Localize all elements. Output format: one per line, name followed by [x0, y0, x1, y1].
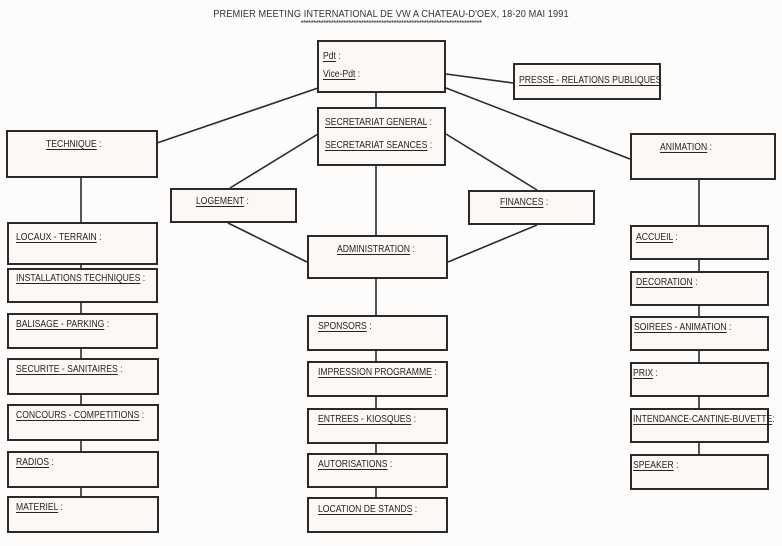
- logement-label: LOGEMENT :: [196, 195, 249, 207]
- intendance-cantine-buvette-box: INTENDANCE-CANTINE-BUVETTE:: [630, 408, 775, 443]
- animation-box: ANIMATION :: [630, 133, 776, 180]
- decoration-box: DECORATION :: [630, 271, 769, 306]
- sponsors-box: SPONSORS :: [307, 315, 448, 351]
- logement-box: LOGEMENT :: [170, 188, 297, 223]
- administration-box: ADMINISTRATION :: [307, 235, 448, 279]
- accueil-label: ACCUEIL :: [636, 231, 678, 243]
- location-de-stands-box: LOCATION DE STANDS :: [307, 497, 448, 533]
- president-label: Pdt :: [323, 50, 341, 62]
- presse-label: PRESSE - RELATIONS PUBLIQUES: [519, 74, 662, 86]
- technique-box: TECHNIQUE :: [6, 130, 158, 178]
- decoration-label: DECORATION :: [636, 276, 698, 288]
- installations-techniques-box: INSTALLATIONS TECHNIQUES :: [7, 268, 158, 303]
- installations-techniques-label: INSTALLATIONS TECHNIQUES :: [16, 272, 146, 284]
- securite-sanitaires-label: SECURITE - SANITAIRES :: [16, 363, 123, 375]
- connector-president-presse: [445, 73, 514, 84]
- balisage-parking-label: BALISAGE - PARKING :: [16, 318, 110, 330]
- secretariat-seances-label: SECRETARIAT SEANCES :: [325, 139, 433, 151]
- technique-label: TECHNIQUE :: [46, 138, 102, 150]
- autorisations-label: AUTORISATIONS :: [318, 458, 393, 470]
- concours-competitions-label: CONCOURS - COMPETITIONS :: [16, 409, 145, 421]
- speaker-box: SPEAKER :: [630, 454, 769, 490]
- location-de-stands-label: LOCATION DE STANDS :: [318, 503, 418, 515]
- title-asterisk-underline: ****************************************…: [300, 19, 483, 28]
- president-box: Pdt : Vice-Pdt :: [317, 40, 446, 93]
- balisage-parking-box: BALISAGE - PARKING :: [7, 313, 158, 349]
- connector-president-animation: [445, 87, 631, 160]
- sponsors-label: SPONSORS :: [318, 320, 372, 332]
- locaux-terrain-box: LOCAUX - TERRAIN :: [7, 222, 158, 265]
- presse-relations-publiques-box: PRESSE - RELATIONS PUBLIQUES: [513, 63, 661, 100]
- securite-sanitaires-box: SECURITE - SANITAIRES :: [7, 358, 159, 395]
- speaker-label: SPEAKER :: [633, 459, 679, 471]
- autorisations-box: AUTORISATIONS :: [307, 453, 448, 488]
- connector-logement-administration: [227, 222, 308, 263]
- accueil-box: ACCUEIL :: [630, 225, 769, 260]
- prix-box: PRIX :: [630, 362, 769, 397]
- impression-programme-label: IMPRESSION PROGRAMME :: [318, 366, 437, 378]
- administration-label: ADMINISTRATION :: [337, 243, 415, 255]
- materiel-box: MATERIEL :: [7, 496, 159, 533]
- finances-label: FINANCES :: [500, 196, 549, 208]
- intendance-cantine-buvette-label: INTENDANCE-CANTINE-BUVETTE:: [633, 413, 775, 425]
- soirees-animation-box: SOIREES - ANIMATION :: [630, 316, 769, 351]
- finances-box: FINANCES :: [468, 190, 595, 225]
- soirees-animation-label: SOIREES - ANIMATION :: [634, 321, 732, 333]
- vice-president-label: Vice-Pdt :: [323, 68, 361, 80]
- prix-label: PRIX :: [633, 367, 658, 379]
- connector-president-technique: [156, 87, 319, 144]
- locaux-terrain-label: LOCAUX - TERRAIN :: [16, 231, 102, 243]
- concours-competitions-box: CONCOURS - COMPETITIONS :: [7, 404, 159, 441]
- entrees-kiosques-box: ENTREES - KIOSQUES :: [307, 408, 448, 444]
- secretariat-box: SECRETARIAT GENERAL : SECRETARIAT SEANCE…: [317, 107, 446, 166]
- connector-finances-administration: [447, 224, 538, 263]
- radios-label: RADIOS :: [16, 456, 54, 468]
- entrees-kiosques-label: ENTREES - KIOSQUES :: [318, 413, 417, 425]
- impression-programme-box: IMPRESSION PROGRAMME :: [307, 361, 448, 397]
- connector-secretariat-logement: [229, 133, 319, 189]
- connector-secretariat-finances: [445, 133, 538, 191]
- materiel-label: MATERIEL :: [16, 501, 63, 513]
- secretariat-general-label: SECRETARIAT GENERAL :: [325, 116, 432, 128]
- document-title: PREMIER MEETING INTERNATIONAL DE VW A CH…: [213, 9, 569, 20]
- radios-box: RADIOS :: [7, 451, 159, 488]
- animation-label: ANIMATION :: [660, 141, 712, 153]
